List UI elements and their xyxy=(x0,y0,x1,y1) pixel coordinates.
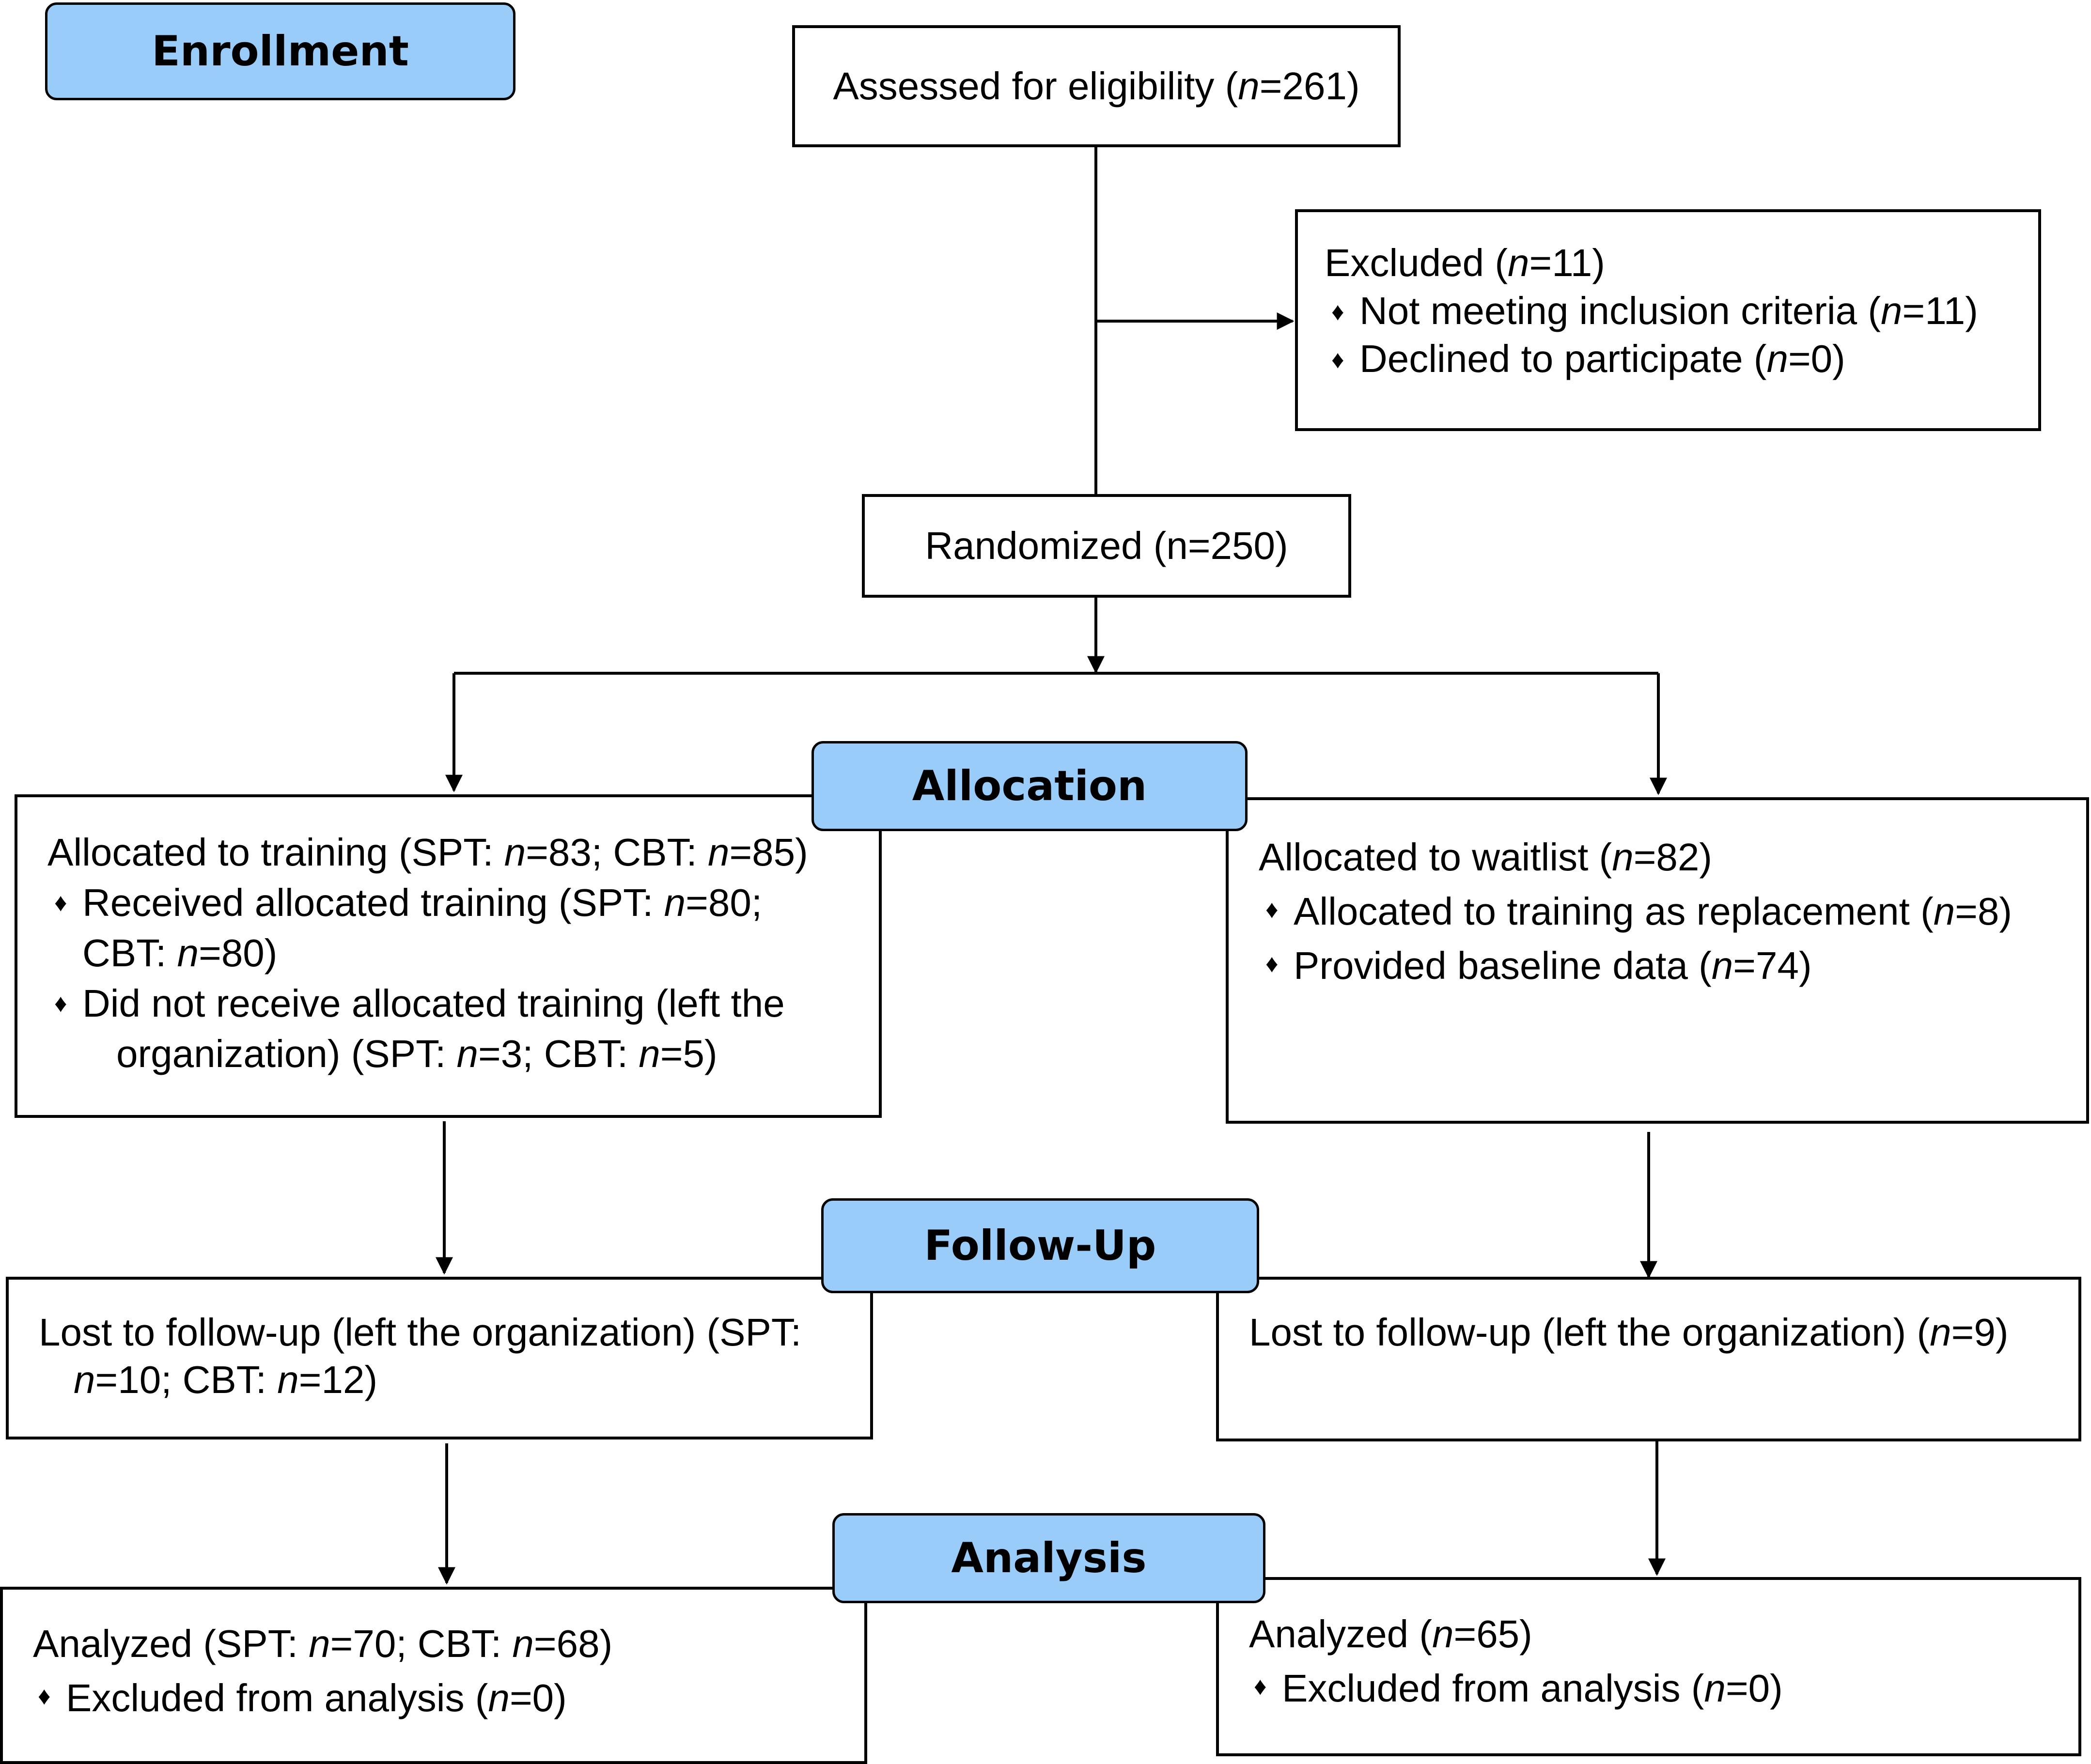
stage-label-allocation: Allocation xyxy=(811,741,1248,831)
analyzed-waitlist-item-excluded: ♦ Excluded from analysis (n=0) xyxy=(1249,1661,2078,1716)
stage-label-analysis: Analysis xyxy=(832,1513,1265,1603)
box-analyzed-training: Analyzed (SPT: n=70; CBT: n=68) ♦ Exclud… xyxy=(0,1587,867,1764)
box-lost-training: Lost to follow-up (left the organization… xyxy=(6,1277,873,1439)
waitlist-item-replacement: ♦ Allocated to training as replacement (… xyxy=(1259,884,2086,939)
excluded-title: Excluded (n=11) xyxy=(1325,241,1605,284)
analyzed-training-title: Analyzed (SPT: n=70; CBT: n=68) xyxy=(33,1622,613,1665)
allocated-training-item-not-received: ♦ Did not receive allocated training (le… xyxy=(47,978,879,1079)
diamond-bullet-icon: ♦ xyxy=(1265,896,1279,924)
lost-training-line2: n=10; CBT: n=12) xyxy=(74,1358,378,1401)
diamond-bullet-icon: ♦ xyxy=(1331,346,1344,374)
box-lost-waitlist: Lost to follow-up (left the organization… xyxy=(1216,1277,2081,1441)
diamond-bullet-icon: ♦ xyxy=(1331,298,1344,326)
diamond-bullet-icon: ♦ xyxy=(1265,950,1279,978)
analyzed-training-item-excluded: ♦ Excluded from analysis (n=0) xyxy=(33,1671,864,1725)
box-analyzed-waitlist: Analyzed (n=65) ♦ Excluded from analysis… xyxy=(1216,1577,2081,1756)
box-allocated-waitlist: Allocated to waitlist (n=82) ♦ Allocated… xyxy=(1226,797,2089,1124)
lost-training-line1: Lost to follow-up (left the organization… xyxy=(39,1311,802,1354)
allocated-training-item-received: ♦ Received allocated training (SPT: n=80… xyxy=(47,878,879,978)
assessed-text: Assessed for eligibility (n=261) xyxy=(833,64,1360,108)
allocated-waitlist-title: Allocated to waitlist (n=82) xyxy=(1259,836,1713,879)
stage-label-enrollment: Enrollment xyxy=(45,2,515,100)
diamond-bullet-icon: ♦ xyxy=(1254,1672,1267,1701)
box-allocated-training: Allocated to training (SPT: n=83; CBT: n… xyxy=(15,794,882,1118)
box-assessed-eligibility: Assessed for eligibility (n=261) xyxy=(792,25,1401,147)
allocated-training-title: Allocated to training (SPT: n=83; CBT: n… xyxy=(47,831,808,874)
randomized-text: Randomized (n=250) xyxy=(925,524,1288,568)
box-excluded: Excluded (n=11) ♦ Not meeting inclusion … xyxy=(1295,209,2041,431)
diamond-bullet-icon: ♦ xyxy=(38,1682,51,1710)
lost-waitlist-text: Lost to follow-up (left the organization… xyxy=(1249,1311,2009,1354)
waitlist-item-baseline: ♦ Provided baseline data (n=74) xyxy=(1259,939,2086,993)
excluded-item-not-meeting-criteria: ♦ Not meeting inclusion criteria (n=11) xyxy=(1325,287,2038,335)
box-randomized: Randomized (n=250) xyxy=(862,494,1351,598)
excluded-item-declined: ♦ Declined to participate (n=0) xyxy=(1325,335,2038,383)
stage-label-follow-up: Follow-Up xyxy=(821,1198,1259,1293)
analyzed-waitlist-title: Analyzed (n=65) xyxy=(1249,1612,1532,1656)
diamond-bullet-icon: ♦ xyxy=(54,990,67,1018)
diamond-bullet-icon: ♦ xyxy=(54,889,67,917)
